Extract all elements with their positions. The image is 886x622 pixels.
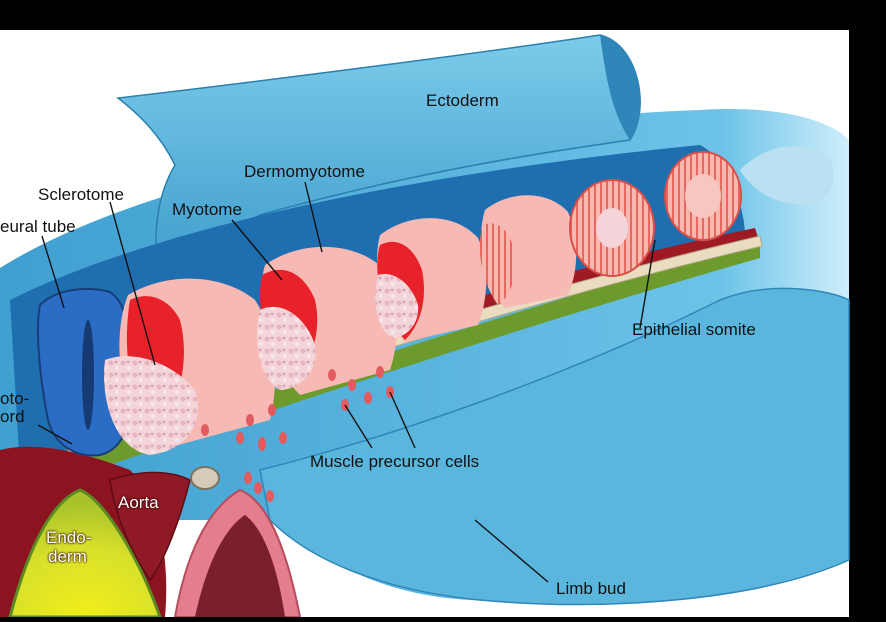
label-muscle-precursor-cells: Muscle precursor cells	[310, 452, 480, 471]
label-limb-bud: Limb bud	[556, 579, 626, 598]
somite-3	[375, 218, 487, 342]
somite-2	[256, 246, 397, 395]
somite-6	[664, 151, 742, 241]
label-aorta: Aorta	[118, 493, 159, 512]
label-dermomyotome: Dermomyotome	[244, 162, 365, 181]
aorta-shape	[109, 471, 191, 582]
somite-1	[104, 278, 276, 455]
endoderm-shape	[8, 488, 163, 619]
label-sclerotome: Sclerotome	[38, 185, 124, 204]
ectoderm-edge	[600, 35, 641, 140]
somite-5	[569, 179, 655, 277]
label-endoderm-line2: derm	[48, 547, 87, 566]
limb-bud-wall	[259, 287, 850, 606]
label-neural-tube: eural tube	[0, 217, 76, 236]
somite-4	[479, 195, 577, 308]
vessel	[190, 466, 220, 490]
muscle-precursor-cells-group	[201, 366, 394, 502]
leader-lines	[37, 181, 656, 583]
label-notochord-line1: oto-	[0, 389, 30, 408]
label-endoderm-line1: Endo-	[46, 528, 92, 547]
gut-lumen	[195, 515, 285, 617]
label-notochord-line2: ord	[0, 407, 25, 426]
label-epithelial-somite: Epithelial somite	[632, 320, 756, 339]
neural-canal	[82, 320, 94, 430]
label-ectoderm: Ectoderm	[426, 91, 499, 110]
presomitic-mesoderm	[740, 146, 834, 205]
label-myotome: Myotome	[172, 200, 242, 219]
